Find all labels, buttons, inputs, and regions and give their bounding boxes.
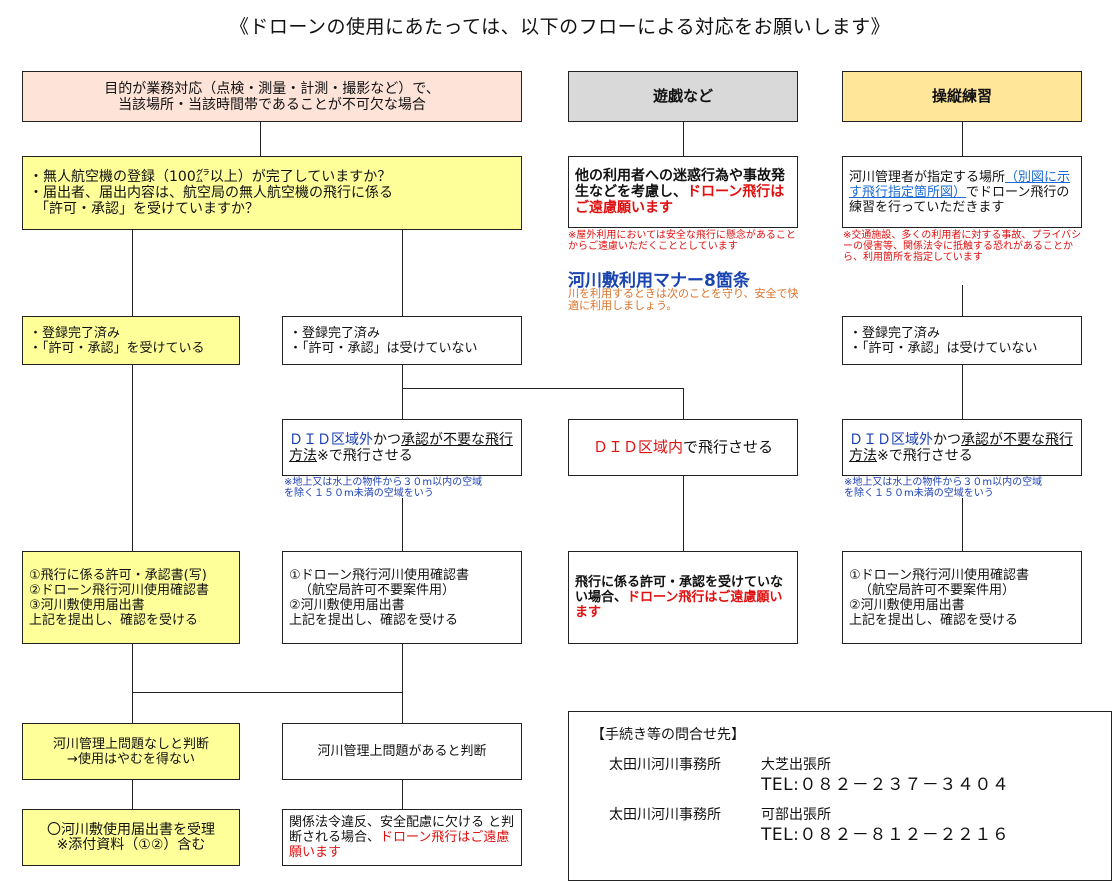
connector — [962, 285, 963, 316]
connector — [402, 230, 403, 316]
page-title: 《ドローンの使用にあたっては、以下のフローによる対応をお願いします》 — [229, 16, 891, 38]
connector — [402, 498, 403, 551]
practice-did-outside-box: ＤＩＤ区域外かつ承認が不要な飛行方法※で飛行させる — [842, 419, 1082, 476]
permitted-status: ・登録完了済み ・「許可・承認」を受けている — [22, 316, 240, 365]
registration-question: ・無人航空機の登録（100㌘以上）が完了していますか？ ・届出者、届出内容は、航… — [22, 156, 522, 230]
connector — [683, 476, 684, 551]
connector — [402, 365, 403, 419]
connector — [402, 692, 403, 723]
connector — [132, 692, 402, 693]
contact-box: 【手続き等の問合せ先】 太田川河川事務所 大芝出張所 TEL:０８２－２３７－３… — [568, 711, 1112, 881]
play-body: 他の利用者への迷惑行為や事故発生などを考慮し、ドローン飛行はご遠慮願います — [568, 156, 798, 228]
practice-did-note: ※地上又は水上の物件から３０m以内の空域 を除く１５０m未満の空域をいう — [844, 477, 1043, 499]
contact-heading: 【手続き等の問合せ先】 — [591, 727, 745, 743]
connector — [402, 780, 403, 809]
connector — [260, 122, 261, 156]
not-permitted-status: ・登録完了済み ・「許可・承認」は受けていない — [282, 316, 522, 365]
connector — [132, 780, 133, 809]
office-name: 太田川河川事務所 — [609, 807, 721, 823]
practice-status: ・登録完了済み ・「許可・承認」は受けていない — [842, 316, 1082, 365]
connector — [683, 122, 684, 156]
connector — [132, 644, 133, 692]
connector — [132, 230, 133, 316]
practice-docs: ①ドローン飛行河川使用確認書 （航空局許可不要案件用） ②河川敷使用届出書 上記… — [842, 551, 1082, 644]
practice-body: 河川管理者が指定する場所（別図に示す飛行指定箇所図）でドローン飛行の練習を行って… — [842, 156, 1082, 228]
did-outside-box: ＤＩＤ区域外かつ承認が不要な飛行方法※で飛行させる — [282, 419, 522, 476]
connector — [962, 498, 963, 551]
connector — [683, 388, 684, 419]
branch-name: 大芝出張所 — [761, 757, 831, 773]
play-header: 遊戯など — [568, 71, 798, 122]
designated-area-note: ※交通施設、多くの利用者に対する事故、プライバシーの侵害等、関係法令に抵触する恐… — [843, 230, 1082, 263]
designated-area-map-link[interactable]: （別図に示す飛行指定箇所図） — [849, 169, 1071, 200]
judge-no-problem: 河川管理上問題なしと判断 →使用はやむを得ない — [22, 723, 240, 780]
phone-number: TEL:０８２－８１２－２２１６ — [761, 825, 1010, 845]
connector — [132, 692, 133, 723]
no-permit-box: 飛行に係る許可・承認を受けていない場合、ドローン飛行はご遠慮願います — [568, 551, 798, 644]
office-name: 太田川河川事務所 — [609, 757, 721, 773]
practice-header: 操縦練習 — [842, 71, 1082, 122]
connector — [132, 365, 133, 551]
business-use-header: 目的が業務対応（点検・測量・計測・撮影など）で、 当該場所・当該時間帯であること… — [22, 71, 522, 122]
connector — [962, 122, 963, 156]
manner-link[interactable]: 河川敷利用マナー8箇条 — [568, 271, 750, 291]
outdoor-note: ※屋外利用においては安全な飛行に懸念があることからご遠慮いただくこととしています — [568, 230, 796, 252]
docs-not-permitted: ①ドローン飛行河川使用確認書 （航空局許可不要案件用） ②河川敷使用届出書 上記… — [282, 551, 522, 644]
branch-name: 可部出張所 — [761, 807, 831, 823]
docs-permitted: ①飛行に係る許可・承認書(写) ②ドローン飛行河川使用確認書 ③河川敷使用届出書… — [22, 551, 240, 644]
manner-subtitle: 川を利用するときは次のことを守り、安全で快適に利用しましょう。 — [568, 287, 799, 312]
refuse-box: 関係法令違反、安全配慮に欠ける と判断される場合、ドローン飛行はご遠慮願います — [282, 809, 522, 866]
judge-problem: 河川管理上問題があると判断 — [282, 723, 522, 780]
did-definition-note: ※地上又は水上の物件から３０m以内の空域 を除く１５０m未満の空域をいう — [284, 477, 483, 499]
connector — [402, 644, 403, 692]
accept-notification: 〇河川敷使用届出書を受理 ※添付資料（①②）含む — [22, 809, 240, 866]
connector — [962, 365, 963, 419]
connector — [402, 388, 683, 389]
phone-number: TEL:０８２－２３７－３４０４ — [761, 775, 1010, 795]
did-inside-box: ＤＩＤ区域内で飛行させる — [568, 419, 798, 476]
